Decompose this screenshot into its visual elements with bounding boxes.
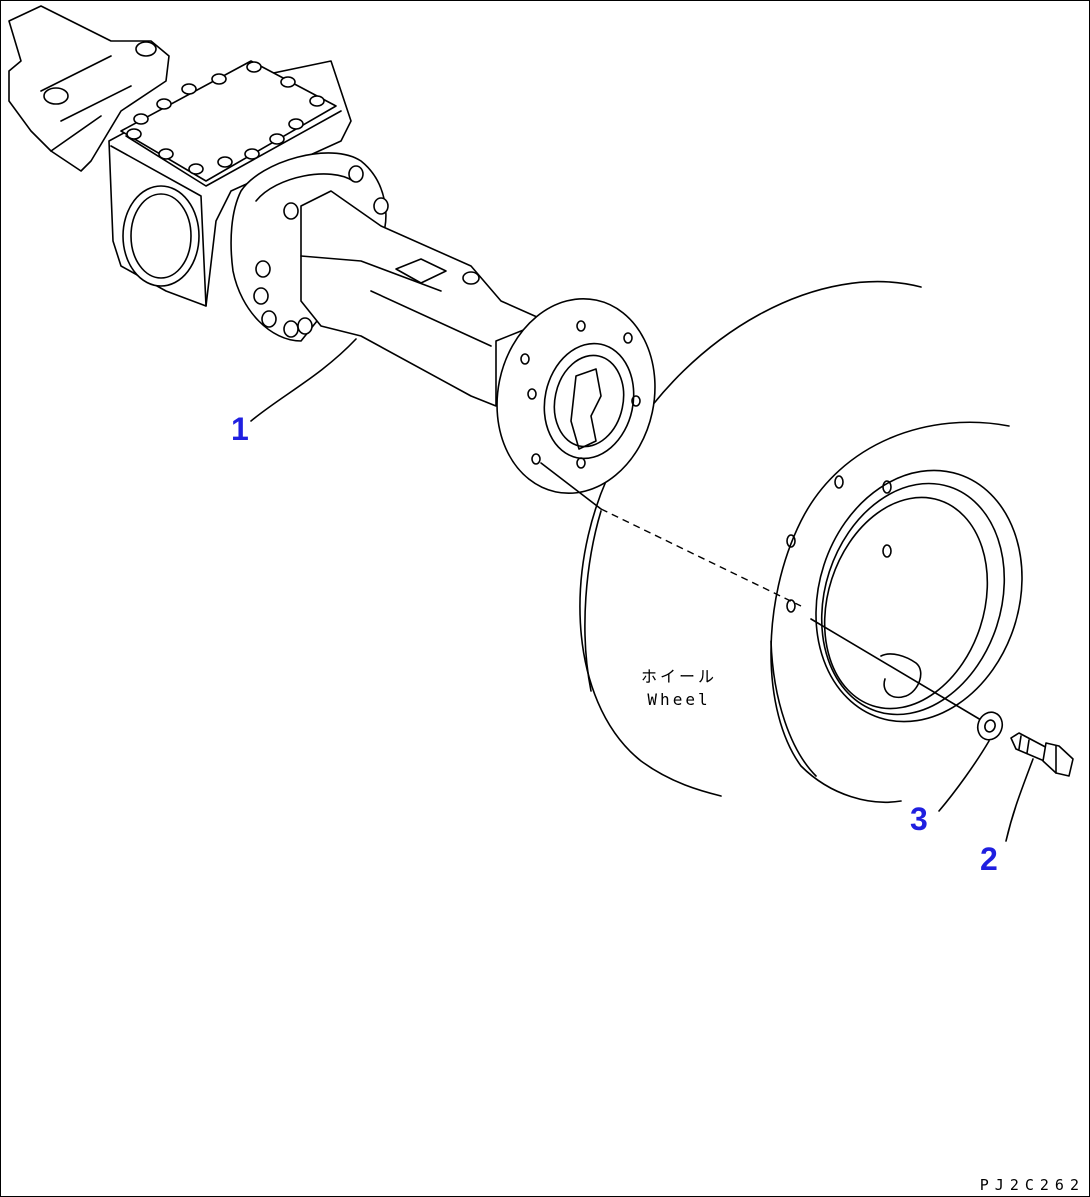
wheel-label-japanese: ホイール [641,667,718,686]
callout-2-bolt: 2 [980,841,998,877]
hub-bolt-holes [520,320,641,469]
wheel-tire [579,280,1023,804]
axle-housing [8,5,656,495]
wheel-label-english: Wheel [647,690,711,710]
washer [976,711,1004,741]
bolt [1010,732,1074,777]
cover-bolts [126,61,325,175]
drawing-code: PJ2C262 [979,1176,1085,1194]
leader-lines [250,338,1034,842]
assembly-centerline [540,462,987,724]
callout-3-washer: 3 [910,801,928,837]
callout-1-axle: 1 [231,411,249,447]
wheel-label: ホイール Wheel [641,665,717,711]
